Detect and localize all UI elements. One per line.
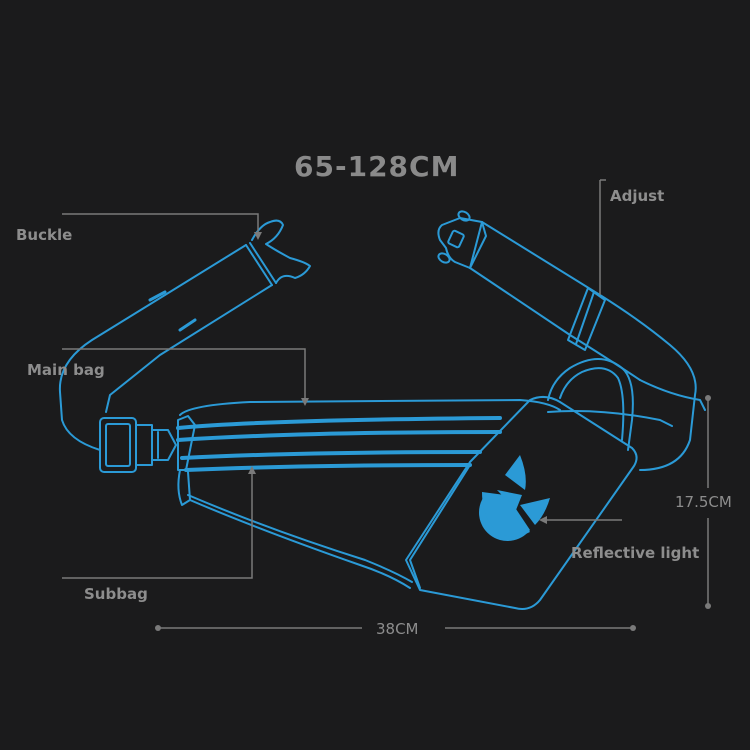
leader-lines: [62, 179, 709, 629]
callout-adjust: Adjust: [610, 187, 665, 205]
reflective-logo-icon: [479, 455, 550, 541]
callout-buckle: Buckle: [16, 226, 73, 244]
width-dimension: 38CM: [376, 620, 419, 638]
right-buckle-icon: [437, 210, 487, 269]
height-dimension: 17.5CM: [675, 493, 732, 511]
right-strap: [469, 221, 706, 471]
buckle-icon: [251, 219, 311, 284]
front-pocket: [405, 396, 638, 610]
belt-length-title: 65-128CM: [294, 150, 460, 183]
bottle-holder: [547, 358, 673, 451]
callout-main-bag: Main bag: [27, 361, 105, 379]
callout-subbag: Subbag: [84, 585, 148, 603]
left-adjuster-icon: [99, 417, 177, 473]
callout-reflective-light: Reflective light: [571, 544, 700, 562]
dimension-endpoints: [155, 232, 711, 631]
left-strap: [58, 242, 277, 451]
clip-icon: [177, 415, 196, 506]
main-bag: [176, 399, 561, 589]
